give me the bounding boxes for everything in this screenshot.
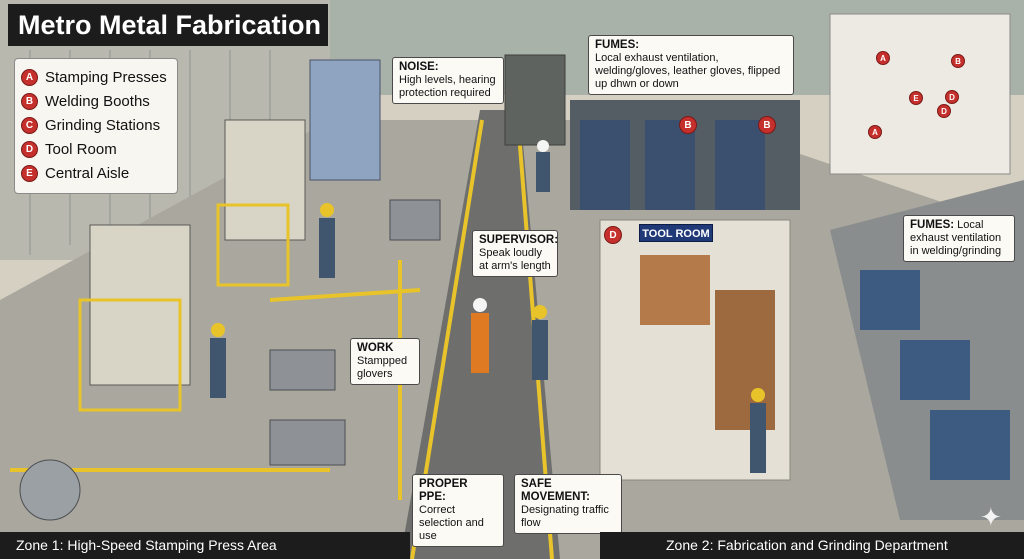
- callout-fumes-top: FUMES: Local exhaust ventilation, weldin…: [588, 35, 794, 95]
- callout-text: Speak loudly at arm's length: [479, 247, 551, 272]
- legend-item: E Central Aisle: [21, 161, 171, 185]
- callout-title: SUPERVISOR:: [479, 234, 559, 246]
- page-title: Metro Metal Fabrication: [8, 4, 328, 46]
- legend-badge: E: [21, 164, 38, 182]
- minimap-badge: D: [937, 104, 951, 118]
- callout-fumes-right: FUMES: Local exhaust ventilation in weld…: [903, 215, 1015, 262]
- metal-stack: [269, 419, 346, 466]
- legend-item: D Tool Room: [21, 137, 171, 161]
- workers: [210, 140, 766, 473]
- tool-room-badge: D: [604, 226, 622, 244]
- booth-curtain: [715, 120, 765, 210]
- legend-item: B Welding Booths: [21, 89, 171, 113]
- legend-item: C Grinding Stations: [21, 113, 171, 137]
- press-machine: [224, 119, 306, 241]
- callout-text: Stampped glovers: [357, 355, 408, 380]
- legend-badge: A: [21, 68, 38, 86]
- callout-text: Local exhaust ventilation in welding/gri…: [910, 219, 1002, 257]
- callout-ppe: PROPER PPE: Correct selection and use: [412, 474, 504, 547]
- callout-noise: NOISE: High levels, hearing protection r…: [392, 57, 504, 104]
- legend-label: Welding Booths: [45, 92, 150, 110]
- zone-2-label: Zone 2: Fabrication and Grinding Departm…: [600, 532, 1024, 559]
- legend-badge: D: [21, 140, 38, 158]
- callout-work: WORK Stampped glovers: [350, 338, 420, 385]
- minimap-badge: A: [868, 125, 882, 139]
- minimap-badge: E: [909, 91, 923, 105]
- callout-supervisor: SUPERVISOR: Speak loudly at arm's length: [472, 230, 558, 277]
- railing: [269, 288, 421, 302]
- safety-guard: [78, 298, 182, 412]
- callout-text: Designating traffic flow: [521, 504, 609, 529]
- minimap-badge: D: [945, 90, 959, 104]
- sparkle-icon: ✦: [980, 502, 1002, 532]
- booth-curtain: [645, 120, 695, 210]
- metal-stack: [269, 349, 336, 391]
- legend-label: Stamping Presses: [45, 68, 167, 86]
- tool-shelf: [640, 255, 710, 325]
- booth-badge: B: [679, 116, 697, 134]
- callout-title: FUMES:: [910, 219, 955, 231]
- callout-text: High levels, hearing protection required: [399, 74, 496, 99]
- steel-coil: [19, 459, 81, 521]
- grinder: [900, 340, 970, 400]
- callout-title: FUMES:: [595, 39, 640, 51]
- press-machine: [309, 59, 381, 181]
- back-door: [504, 54, 566, 146]
- grinder: [930, 410, 1010, 480]
- grinder: [860, 270, 920, 330]
- legend-label: Tool Room: [45, 140, 117, 158]
- press-machine: [89, 224, 191, 386]
- booth-curtain: [580, 120, 630, 210]
- callout-title: NOISE:: [399, 61, 439, 73]
- minimap-badge: B: [951, 54, 965, 68]
- callout-title: SAFE MOVEMENT:: [521, 478, 590, 503]
- metal-stack: [389, 199, 441, 241]
- callout-title: PROPER PPE:: [419, 478, 468, 503]
- legend-badge: C: [21, 116, 38, 134]
- callout-safe-movement: SAFE MOVEMENT: Designating traffic flow: [514, 474, 622, 534]
- callout-title: WORK: [357, 342, 394, 354]
- zone-1-label: Zone 1: High-Speed Stamping Press Area: [0, 532, 410, 559]
- booth-badge: B: [758, 116, 776, 134]
- callout-text: Local exhaust ventilation, welding/glove…: [595, 52, 781, 90]
- minimap-badge: A: [876, 51, 890, 65]
- legend-item: A Stamping Presses: [21, 65, 171, 89]
- legend-badge: B: [21, 92, 38, 110]
- safety-guard: [216, 203, 290, 287]
- legend-label: Grinding Stations: [45, 116, 161, 134]
- tool-room-sign: TOOL ROOM: [639, 224, 713, 242]
- legend-label: Central Aisle: [45, 164, 130, 182]
- callout-text: Correct selection and use: [419, 504, 484, 542]
- legend: A Stamping Presses B Welding Booths C Gr…: [14, 58, 178, 194]
